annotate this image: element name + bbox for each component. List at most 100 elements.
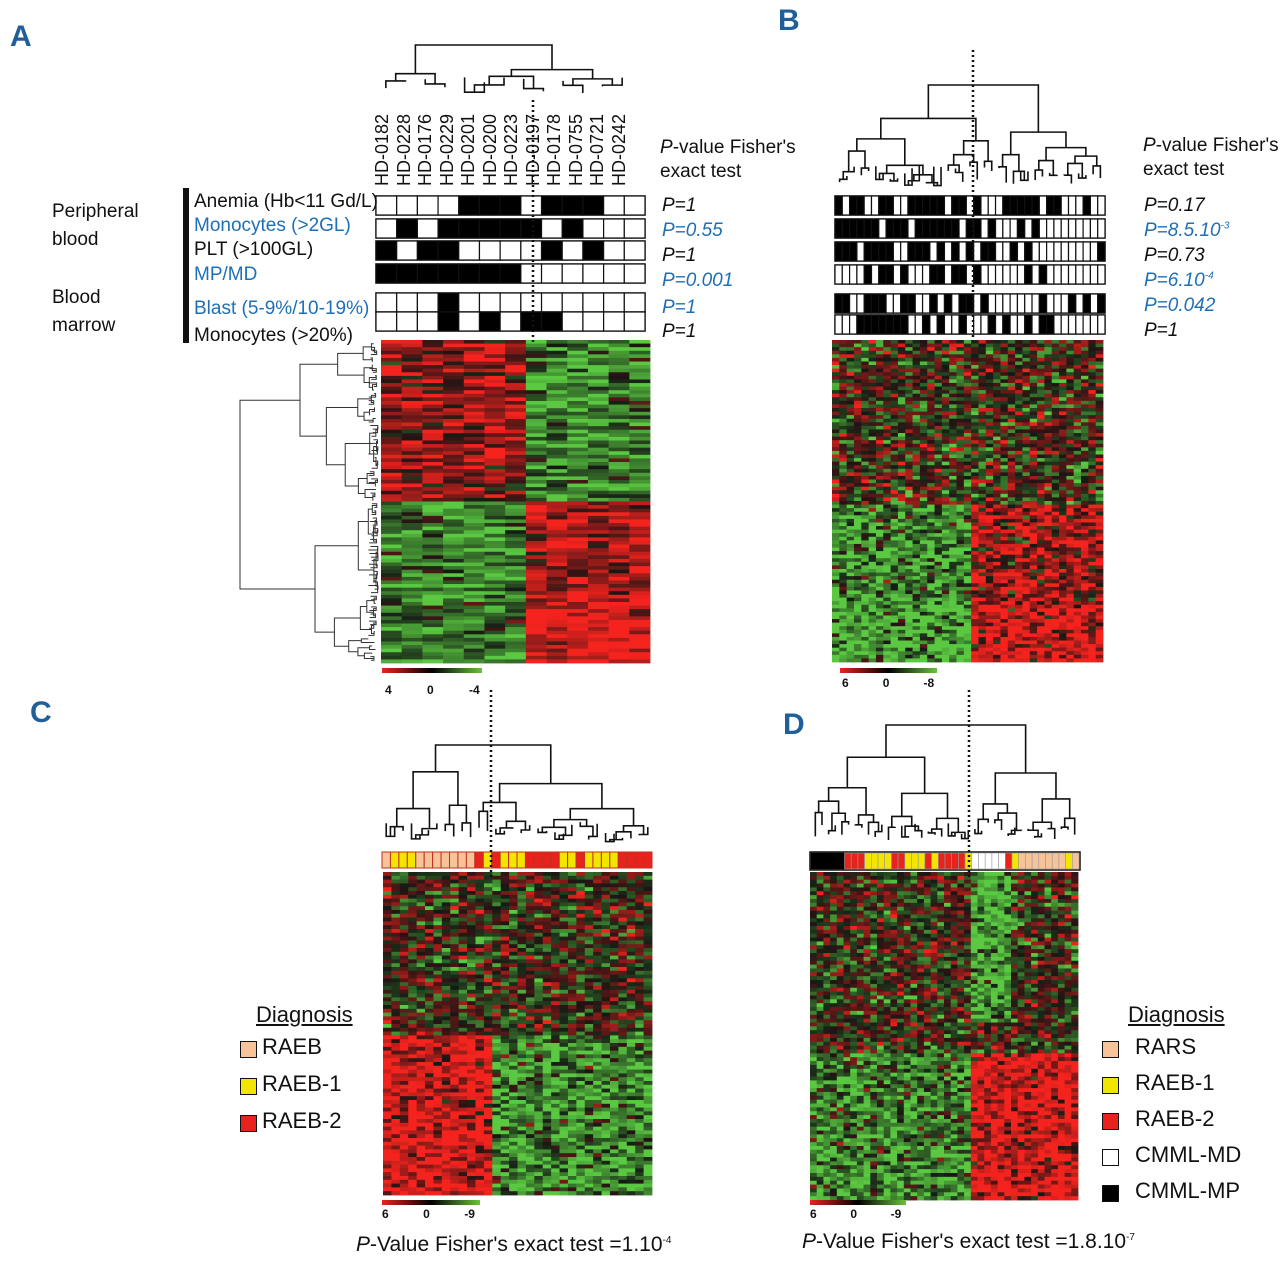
heatmap-cell — [505, 652, 527, 657]
heatmap-cell — [934, 554, 943, 559]
heatmap-cell — [890, 483, 899, 488]
heatmap-cell — [1022, 372, 1031, 377]
heatmap-cell — [832, 343, 840, 348]
heatmap-cell — [525, 365, 547, 370]
heatmap-cell — [890, 543, 899, 548]
heatmap-cell — [993, 543, 1001, 548]
heatmap-cell — [875, 436, 884, 441]
heatmap-cell — [1088, 493, 1097, 498]
heatmap-cell — [927, 590, 935, 595]
heatmap-cell — [608, 390, 630, 395]
heatmap-cell — [1007, 543, 1016, 548]
heatmap-cell — [832, 454, 840, 459]
heatmap-cell — [846, 579, 855, 584]
heatmap-cell — [883, 447, 891, 452]
heatmap-cell — [868, 361, 877, 366]
heatmap-cell — [1044, 651, 1053, 656]
heatmap-cell — [1088, 536, 1097, 541]
heatmap-cell — [897, 561, 906, 566]
heatmap-cell — [934, 551, 943, 556]
heatmap-cell — [963, 479, 972, 484]
heatmap-cell — [401, 365, 423, 370]
heatmap-cell — [934, 597, 943, 602]
heatmap-cell — [1044, 636, 1053, 641]
heatmap-cell — [934, 490, 943, 495]
heatmap-cell — [963, 490, 972, 495]
heatmap-cell — [1088, 586, 1097, 591]
heatmap-cell — [505, 526, 527, 531]
heatmap-cell — [971, 601, 979, 606]
heatmap-cell — [401, 462, 423, 467]
heatmap-cell — [1022, 411, 1031, 416]
heatmap-cell — [839, 594, 848, 598]
heatmap-cell — [422, 375, 444, 380]
heatmap-cell — [443, 429, 465, 434]
heatmap-cell — [401, 487, 423, 492]
heatmap-cell — [883, 511, 891, 516]
heatmap-cell — [443, 343, 465, 348]
heatmap-cell — [401, 494, 423, 499]
heatmap-cell — [912, 354, 921, 359]
heatmap-cell — [1073, 479, 1082, 484]
heatmap-cell — [993, 583, 1001, 588]
heatmap-cell — [1095, 407, 1104, 412]
heatmap-cell — [1051, 404, 1060, 409]
heatmap-cell — [401, 584, 423, 589]
heatmap-cell — [443, 426, 465, 431]
heatmap-cell — [1059, 504, 1067, 509]
heatmap-cell — [963, 543, 972, 548]
heatmap-cell — [978, 461, 987, 466]
heatmap-cell — [978, 586, 987, 591]
heatmap-cell — [861, 508, 870, 513]
heatmap-cell — [567, 415, 589, 420]
heatmap-cell — [1088, 397, 1097, 402]
heatmap-cell — [1088, 597, 1097, 602]
heatmap-cell — [993, 565, 1001, 570]
heatmap-cell — [853, 579, 862, 584]
heatmap-cell — [897, 468, 906, 473]
heatmap-cell — [525, 393, 547, 398]
annotation-cell — [900, 218, 909, 239]
heatmap-cell — [381, 641, 403, 646]
heatmap-cell — [927, 361, 935, 366]
heatmap-cell — [832, 475, 840, 480]
row-dendrogram-branch — [373, 572, 378, 579]
heatmap-cell — [912, 382, 921, 387]
heatmap-cell — [883, 543, 891, 548]
heatmap-cell — [567, 566, 589, 571]
heatmap-cell — [1081, 543, 1089, 548]
heatmap-cell — [868, 472, 877, 477]
heatmap-cell — [1059, 597, 1067, 602]
heatmap-cell — [1051, 644, 1060, 649]
heatmap-cell — [883, 633, 891, 638]
heatmap-cell — [839, 368, 848, 373]
heatmap-cell — [985, 647, 994, 652]
heatmap-cell — [1044, 407, 1053, 412]
heatmap-cell — [1088, 479, 1097, 484]
heatmap-cell — [422, 515, 444, 520]
heatmap-cell — [422, 458, 444, 463]
annotation-cell — [623, 263, 646, 284]
heatmap-cell — [941, 354, 950, 359]
heatmap-cell — [1044, 568, 1053, 573]
heatmap-cell — [1007, 604, 1016, 609]
heatmap-cell — [839, 568, 848, 573]
heatmap-cell — [846, 504, 855, 509]
heatmap-cell — [875, 565, 884, 570]
heatmap-cell — [897, 411, 906, 416]
heatmap-cell — [381, 619, 403, 624]
heatmap-cell — [1095, 647, 1104, 652]
heatmap-cell — [919, 640, 928, 645]
heatmap-cell — [1073, 407, 1082, 412]
heatmap-cell — [608, 469, 630, 474]
heatmap-cell — [985, 576, 994, 581]
heatmap-cell — [846, 576, 855, 581]
heatmap-cell — [963, 579, 972, 584]
heatmap-cell — [832, 515, 840, 520]
heatmap-cell — [1066, 554, 1075, 559]
heatmap-cell — [1044, 400, 1053, 405]
heatmap-cell — [832, 393, 840, 398]
heatmap-cell — [525, 627, 547, 632]
heatmap-cell — [1015, 347, 1023, 352]
heatmap-cell — [934, 536, 943, 541]
